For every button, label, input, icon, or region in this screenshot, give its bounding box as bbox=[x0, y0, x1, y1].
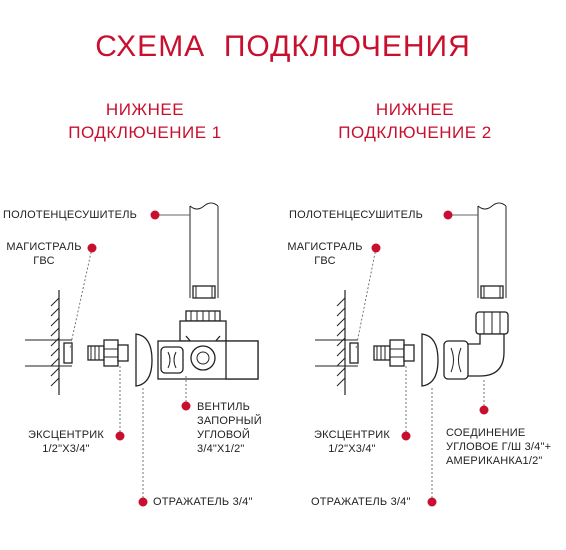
right-assembly bbox=[315, 202, 509, 507]
right-reflector-dot bbox=[427, 497, 437, 507]
left-eccentric-dot bbox=[115, 431, 125, 441]
left-heading: НИЖНЕЕ ПОДКЛЮЧЕНИЕ 1 bbox=[50, 98, 240, 144]
right-main-line2: ГВС bbox=[314, 255, 336, 267]
right-reflector-label: ОТРАЖАТЕЛЬ 3/4" bbox=[311, 496, 411, 508]
left-wall bbox=[50, 290, 60, 395]
left-reflector bbox=[135, 333, 153, 387]
left-heading-line2: ПОДКЛЮЧЕНИЕ 1 bbox=[68, 123, 222, 142]
right-main-dot bbox=[371, 243, 381, 253]
right-heading-line1: НИЖНЕЕ bbox=[375, 100, 455, 119]
right-main-line1: МАГИСТРАЛЬ bbox=[287, 241, 363, 253]
right-eccentric-label: ЭКСЦЕНТРИК 1/2"Х3/4" bbox=[308, 428, 396, 456]
left-valve-line1: ВЕНТИЛЬ bbox=[197, 401, 251, 413]
right-connection-line1: СОЕДИНЕНИЕ bbox=[446, 427, 526, 439]
left-main-line2: ГВС bbox=[33, 255, 55, 267]
right-connection-line2: УГЛОВОЕ Г/Ш 3/4"+ bbox=[446, 441, 552, 453]
right-wall bbox=[336, 290, 346, 395]
left-heading-line1: НИЖНЕЕ bbox=[105, 100, 185, 119]
left-eccentric bbox=[87, 339, 129, 367]
left-towel-dot bbox=[150, 210, 160, 220]
right-towel-label: ПОЛОТЕНЦЕСУШИТЕЛЬ bbox=[289, 209, 424, 221]
left-angle-valve bbox=[157, 310, 259, 380]
left-main-dot bbox=[87, 243, 97, 253]
left-main-label: МАГИСТРАЛЬ ГВС bbox=[4, 240, 84, 268]
right-eccentric-line1: ЭКСЦЕНТРИК bbox=[314, 429, 390, 441]
left-main-leader bbox=[69, 247, 93, 349]
right-connection-dot bbox=[479, 405, 489, 415]
left-towel-label: ПОЛОТЕНЦЕСУШИТЕЛЬ bbox=[3, 209, 138, 221]
right-main-leader bbox=[355, 247, 377, 349]
left-eccentric-label: ЭКСЦЕНТРИК 1/2"Х3/4" bbox=[22, 428, 110, 456]
diagram-title: СХЕМА ПОДКЛЮЧЕНИЯ bbox=[95, 30, 471, 63]
left-valve-line4: 3/4"Х1/2" bbox=[197, 443, 245, 455]
right-towel-pipe bbox=[477, 202, 507, 299]
left-eccentric-line2: 1/2"Х3/4" bbox=[42, 443, 90, 455]
right-eccentric-line2: 1/2"Х3/4" bbox=[328, 443, 376, 455]
left-valve-line3: УГЛОВОЙ bbox=[197, 429, 250, 441]
right-reflector bbox=[421, 333, 439, 387]
left-main-pipe bbox=[25, 339, 73, 367]
right-heading: НИЖНЕЕ ПОДКЛЮЧЕНИЕ 2 bbox=[320, 98, 510, 144]
right-main-pipe bbox=[315, 339, 359, 367]
right-heading-line2: ПОДКЛЮЧЕНИЕ 2 bbox=[338, 123, 492, 142]
left-valve-label: ВЕНТИЛЬ ЗАПОРНЫЙ УГЛОВОЙ 3/4"Х1/2" bbox=[197, 400, 262, 456]
left-reflector-label: ОТРАЖАТЕЛЬ 3/4" bbox=[153, 496, 253, 508]
left-towel-pipe bbox=[189, 202, 219, 299]
right-angle-connection bbox=[443, 311, 509, 380]
left-eccentric-line1: ЭКСЦЕНТРИК bbox=[28, 429, 104, 441]
right-eccentric bbox=[373, 339, 415, 367]
right-eccentric-dot bbox=[401, 431, 411, 441]
left-main-line1: МАГИСТРАЛЬ bbox=[6, 241, 82, 253]
right-connection-label: СОЕДИНЕНИЕ УГЛОВОЕ Г/Ш 3/4"+ АМЕРИКАНКА1… bbox=[446, 426, 551, 468]
left-valve-line2: ЗАПОРНЫЙ bbox=[197, 415, 262, 427]
left-reflector-dot bbox=[138, 497, 148, 507]
right-towel-dot bbox=[443, 210, 453, 220]
right-connection-line3: АМЕРИКАНКА1/2" bbox=[446, 455, 543, 467]
left-valve-dot bbox=[181, 401, 191, 411]
left-assembly bbox=[25, 202, 259, 507]
right-main-label: МАГИСТРАЛЬ ГВС bbox=[285, 240, 365, 268]
